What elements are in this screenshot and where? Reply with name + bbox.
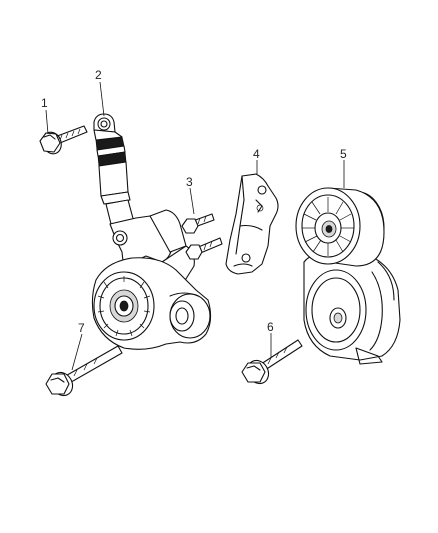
leader-line-1 xyxy=(45,109,49,135)
part-3-bolts[interactable] xyxy=(181,213,223,260)
callout-5: 5 xyxy=(340,147,347,161)
part-1-bolt[interactable] xyxy=(39,125,88,156)
part-7-bolt[interactable] xyxy=(45,345,123,399)
leader-line-7 xyxy=(71,333,83,371)
callout-4: 4 xyxy=(253,147,260,161)
callout-3: 3 xyxy=(186,175,193,189)
callout-7: 7 xyxy=(78,321,85,335)
leader-line-3 xyxy=(189,187,195,215)
callout-2: 2 xyxy=(95,68,102,82)
part-5-tensioner-pulley[interactable] xyxy=(295,187,401,365)
part-4-bracket[interactable] xyxy=(225,173,279,275)
leader-line-2 xyxy=(99,81,105,117)
callout-6: 6 xyxy=(267,320,274,334)
part-2-tensioner-assembly[interactable] xyxy=(91,113,212,350)
part-6-bolt[interactable] xyxy=(241,339,303,387)
callout-1: 1 xyxy=(41,96,48,110)
